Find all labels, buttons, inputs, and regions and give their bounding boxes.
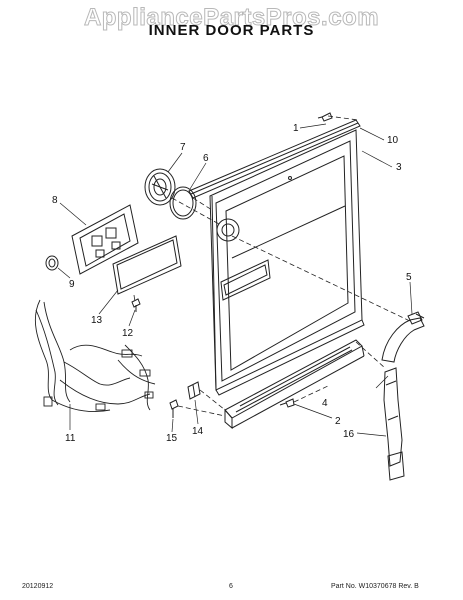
- callout-5: 5: [406, 272, 412, 283]
- callout-3: 3: [396, 162, 402, 173]
- page-title: INNER DOOR PARTS: [148, 22, 315, 39]
- clip: [187, 381, 201, 400]
- callout-8: 8: [52, 195, 58, 206]
- knob: [45, 255, 59, 271]
- screw-15: [169, 399, 179, 418]
- callout-labels: 1 2 3 4 5 6 7 8 9 10 11 12 13 14 15 16: [52, 123, 412, 444]
- callout-14: 14: [192, 426, 204, 437]
- callout-6: 6: [203, 153, 209, 164]
- callout-16: 16: [343, 429, 355, 440]
- callout-13: 13: [91, 315, 103, 326]
- wire-harness: [34, 299, 156, 412]
- dispenser-gasket: [169, 186, 197, 220]
- callout-4: 4: [322, 398, 328, 409]
- callout-2: 2: [335, 416, 341, 427]
- screw-2: [279, 398, 295, 408]
- console-housing: [71, 204, 139, 275]
- top-screw: [317, 112, 333, 122]
- callout-15: 15: [166, 433, 178, 444]
- vent-assembly: [381, 311, 425, 363]
- door-link: [383, 367, 405, 481]
- console-screw: [131, 298, 141, 312]
- lower-trim: [224, 339, 365, 430]
- callout-1: 1: [293, 123, 299, 134]
- footer-date: 20120912: [22, 583, 54, 590]
- inner-door-panel: [209, 129, 365, 396]
- callout-7: 7: [180, 142, 186, 153]
- footer-page-number: 6: [229, 583, 233, 590]
- console-gasket: [112, 235, 182, 295]
- callout-10: 10: [387, 135, 399, 146]
- footer-part-number: Part No. W10370678 Rev. B: [331, 583, 419, 590]
- dispenser: [144, 168, 176, 206]
- callout-9: 9: [69, 279, 75, 290]
- callout-11: 11: [65, 433, 76, 444]
- callout-12: 12: [122, 328, 134, 339]
- watermark: AppliancePartsPros.com: [83, 4, 380, 32]
